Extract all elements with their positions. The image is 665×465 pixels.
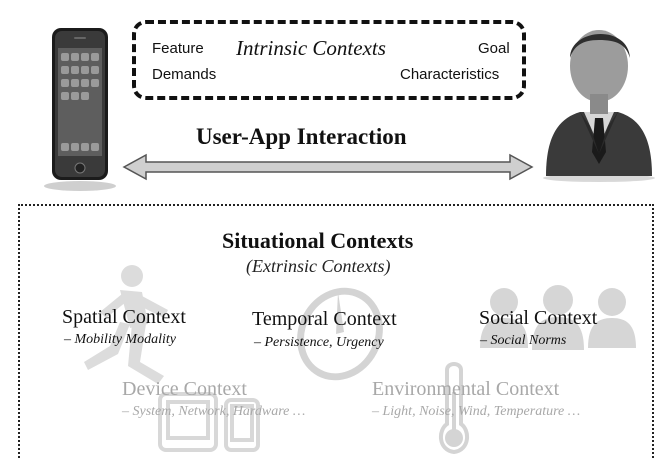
thermometer-icon	[439, 362, 469, 455]
characteristics-label: Characteristics	[400, 66, 500, 83]
situational-contexts-title: Situational Contexts	[222, 228, 414, 253]
businessman-icon	[543, 30, 655, 182]
user-app-interaction-label: User-App Interaction	[196, 124, 407, 149]
environmental-context-label: Environmental Context	[372, 378, 560, 400]
feature-label: Feature	[152, 40, 204, 57]
temporal-context-detail: – Persistence, Urgency	[254, 335, 384, 350]
social-context-label: Social Context	[479, 307, 598, 329]
intrinsic-contexts-title: Intrinsic Contexts	[236, 36, 386, 60]
demands-label: Demands	[152, 66, 217, 83]
device-context-label: Device Context	[122, 378, 247, 400]
situational-contexts-box	[18, 204, 654, 458]
spatial-context-label: Spatial Context	[62, 306, 186, 328]
devices-icon	[158, 392, 260, 452]
people-icon	[480, 285, 636, 350]
runner-icon	[84, 265, 168, 384]
clock-icon	[297, 287, 383, 381]
extrinsic-contexts-subtitle: (Extrinsic Contexts)	[246, 256, 391, 276]
social-context-detail: – Social Norms	[480, 333, 567, 348]
double-arrow-icon	[122, 153, 534, 181]
spatial-context-detail: – Mobility Modality	[64, 332, 176, 347]
smartphone-icon	[44, 28, 116, 191]
device-context-detail: – System, Network, Hardware …	[122, 404, 306, 419]
goal-label: Goal	[478, 40, 510, 57]
environmental-context-detail: – Light, Noise, Wind, Temperature …	[372, 404, 581, 419]
intrinsic-contexts-box	[132, 20, 526, 100]
temporal-context-label: Temporal Context	[252, 308, 397, 330]
